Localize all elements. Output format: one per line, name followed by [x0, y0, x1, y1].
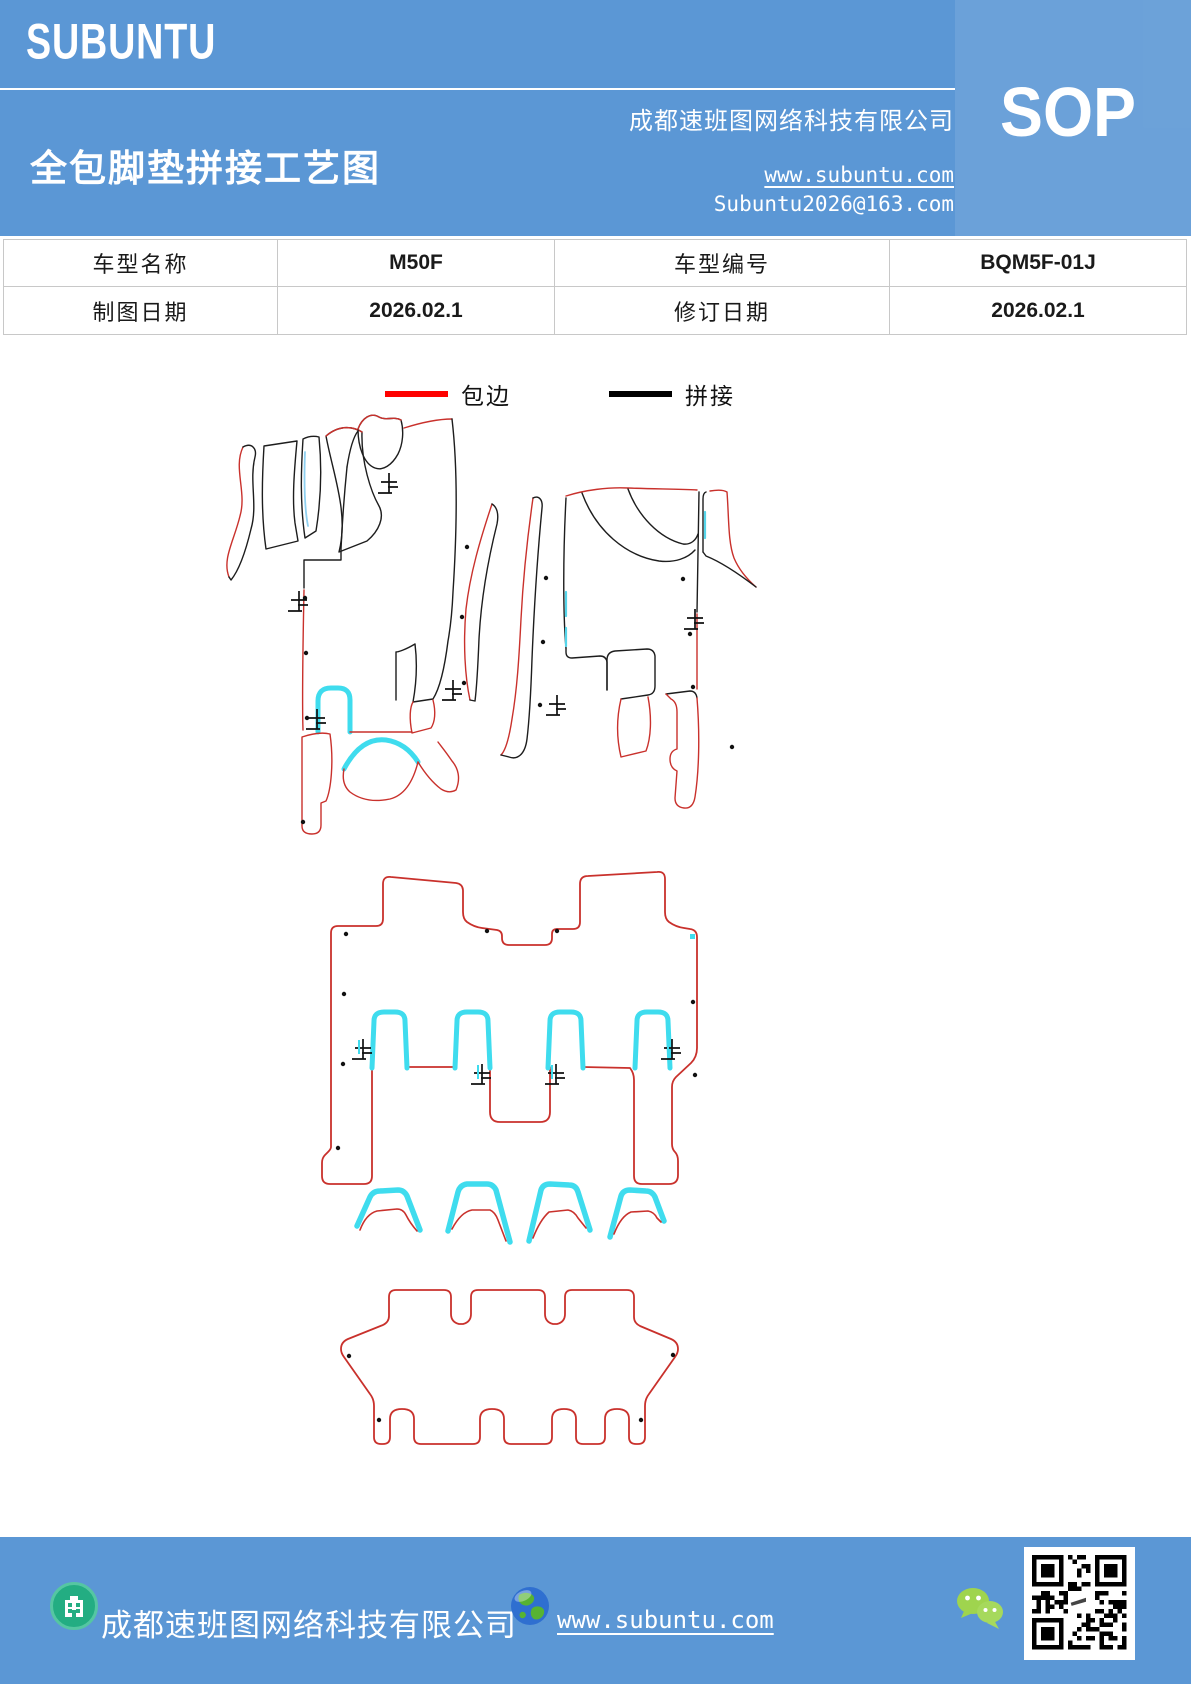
- table-value-model-code: BQM5F-01J: [890, 240, 1186, 287]
- table-value-revise-date: 2026.02.1: [991, 298, 1085, 322]
- footer-company-name: 成都速班图网络科技有限公司: [101, 1608, 517, 1643]
- table-label-revise-date: 修订日期: [555, 287, 890, 334]
- table-value-draw-date: 2026.02.1: [278, 287, 555, 334]
- table-label-draw-date: 制图日期: [4, 287, 278, 334]
- header-company-name: 成都速班图网络科技有限公司: [629, 109, 954, 135]
- table-value-model-name: M50F: [278, 240, 555, 287]
- vehicle-info-table: 车型名称 M50F 车型编号 BQM5F-01J 制图日期 2026.02.1 …: [3, 239, 1187, 335]
- legend: 包边 拼接: [385, 380, 735, 409]
- sop-label: SOP: [1000, 73, 1137, 151]
- legend-splice-label: 拼接: [685, 384, 735, 409]
- legend-edge-binding-label: 包边: [461, 384, 511, 409]
- legend-edge-binding-swatch: [385, 391, 448, 397]
- front-mats-group: [226, 414, 757, 835]
- legend-splice-swatch: [609, 391, 672, 397]
- header-right-panel: [955, 0, 1191, 236]
- page-title: 全包脚垫拼接工艺图: [30, 149, 381, 190]
- header-band: SUBUNTU 全包脚垫拼接工艺图 成都速班图网络科技有限公司 SOP www.…: [0, 0, 1191, 236]
- table-label-model-name: 车型名称: [4, 240, 278, 287]
- registration-dots: [300, 544, 735, 1423]
- sewing-stop-marks: [287, 472, 705, 1085]
- header-email: Subuntu2026@163.com: [713, 192, 954, 216]
- globe-icon: [509, 1585, 551, 1627]
- qr-code: [1024, 1547, 1135, 1660]
- table-label-model-code: 车型编号: [555, 240, 890, 287]
- company-logo: SUBUNTU: [26, 13, 217, 70]
- header-divider-line: [0, 88, 955, 90]
- building-icon: [50, 1582, 98, 1630]
- second-row-mat-group: [321, 870, 698, 1185]
- header-website-link[interactable]: www.subuntu.com: [764, 163, 954, 187]
- footer-website-link[interactable]: www.subuntu.com: [557, 1606, 774, 1634]
- bridge-pieces-group: [354, 1181, 667, 1245]
- wechat-icon: [952, 1585, 1008, 1631]
- third-row-mat-group: [340, 1289, 679, 1445]
